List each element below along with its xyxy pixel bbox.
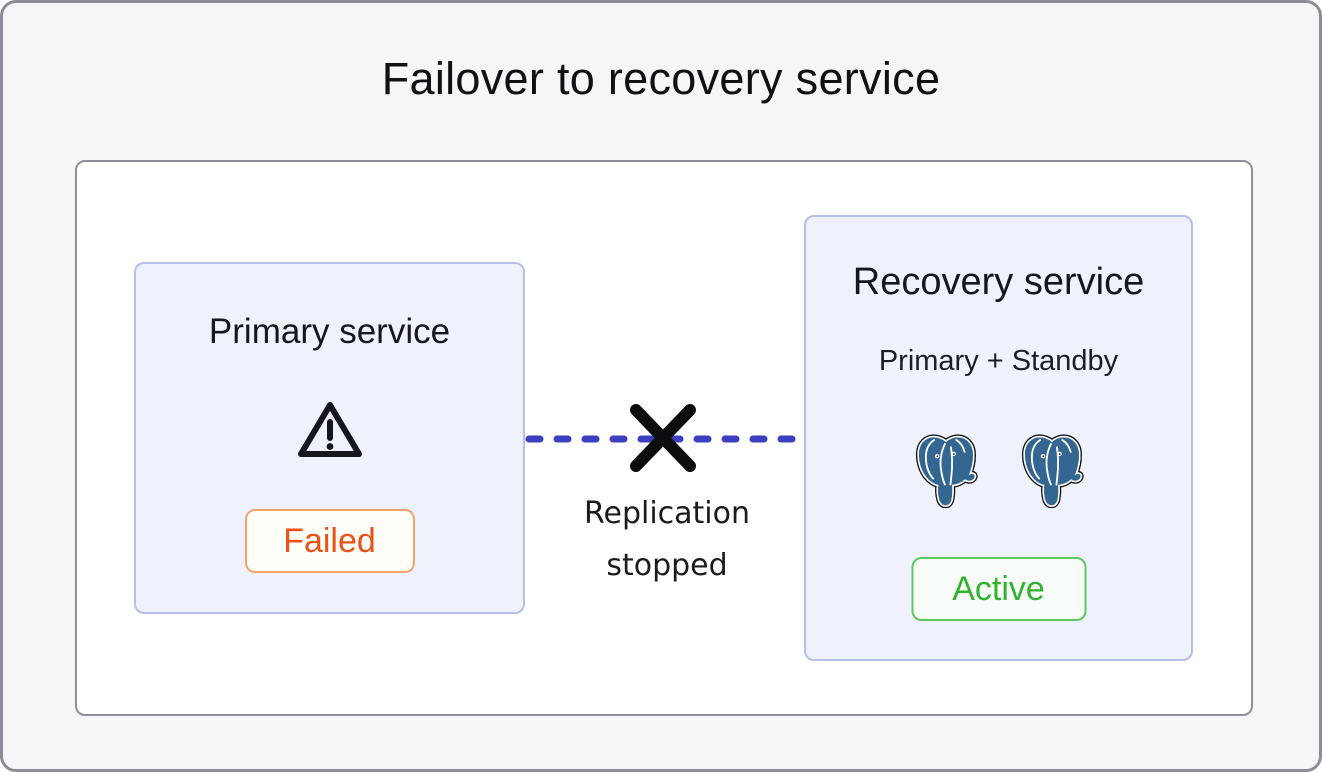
- failed-status-label: Failed: [283, 521, 376, 560]
- postgresql-elephant-icons: [806, 434, 1191, 508]
- replication-link-line: [525, 435, 804, 443]
- recovery-service-title: Recovery service: [852, 261, 1145, 303]
- recovery-service-box: Recovery service Primary + Standby: [804, 215, 1193, 661]
- diagram-title: Failover to recovery service: [381, 53, 941, 104]
- replication-label-line1: Replication: [583, 496, 750, 531]
- warning-triangle-icon: [136, 398, 523, 460]
- active-status-label: Active: [952, 569, 1045, 608]
- postgresql-elephant-icon: [915, 434, 978, 508]
- active-status-badge: Active: [911, 557, 1086, 621]
- recovery-service-subtitle: Primary + Standby: [878, 345, 1119, 377]
- replication-status-label: Replication stopped: [547, 488, 787, 592]
- x-mark-icon: [625, 400, 701, 481]
- replication-label-line2: stopped: [606, 548, 728, 583]
- primary-service-box: Primary service Failed: [134, 262, 525, 614]
- failed-status-badge: Failed: [244, 509, 415, 573]
- primary-service-title: Primary service: [208, 312, 451, 351]
- postgresql-elephant-icon: [1021, 434, 1084, 508]
- diagram-panel: Primary service Failed Replicati: [75, 160, 1253, 716]
